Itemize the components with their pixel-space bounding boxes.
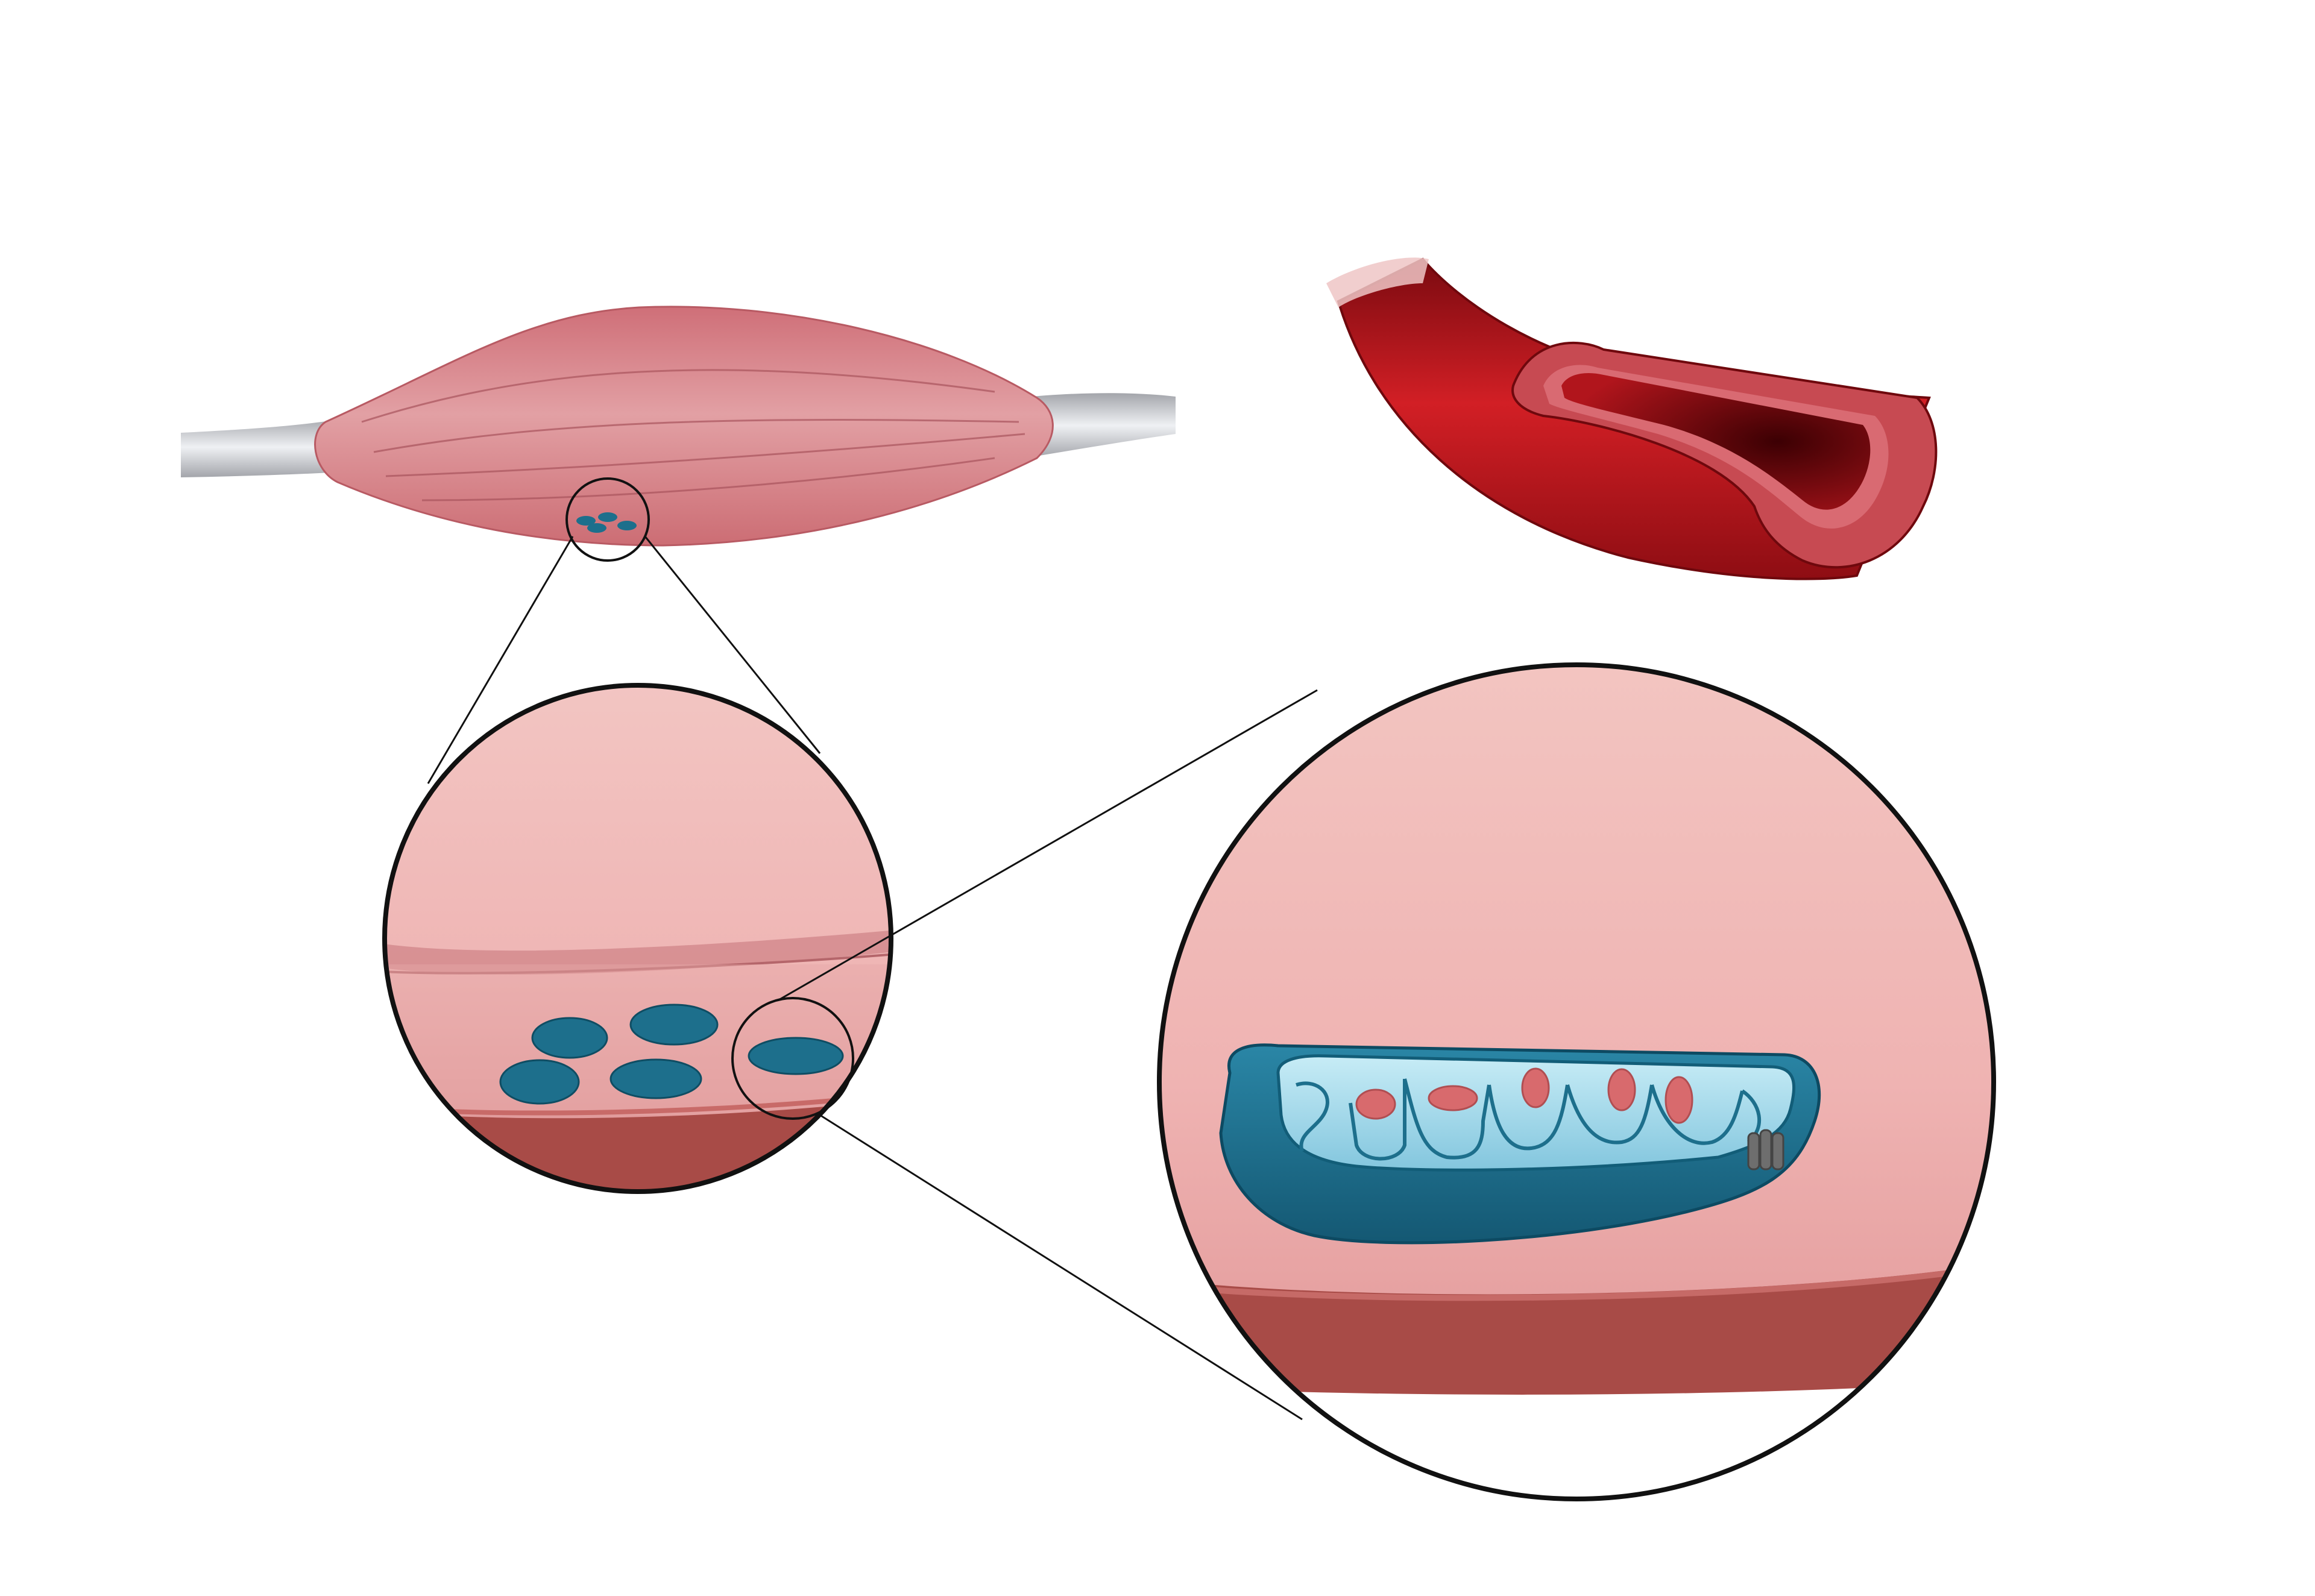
protein-complex <box>1665 1076 1693 1124</box>
zoom-circle-mitochondrion <box>1157 662 1996 1501</box>
magnifier-circle-small <box>565 477 650 562</box>
vessel-cross-section <box>1511 341 1938 569</box>
tendon-left <box>181 417 353 477</box>
magnifier-circle-xlarge <box>1157 662 1996 1501</box>
muscle-belly <box>314 306 1054 547</box>
mitochondria-cluster-large <box>499 1004 844 1105</box>
vessel-lumen <box>1561 373 1871 510</box>
mitochondrion <box>531 1017 608 1059</box>
mitochondria-cluster-small <box>576 512 637 533</box>
muscle-fascicle-lines <box>361 369 1025 501</box>
atp-synthase <box>1747 1129 1784 1170</box>
protein-complex <box>1355 1089 1396 1120</box>
zoom-connector-lines-2 <box>777 689 1318 1421</box>
protein-complex <box>1607 1068 1636 1111</box>
zoom-circle-muscle-fiber <box>382 683 893 1194</box>
protein-complex <box>1521 1067 1550 1108</box>
mitochondrion <box>629 1004 719 1046</box>
cristae <box>1296 1078 1761 1161</box>
mitochondrion <box>748 1037 844 1075</box>
vessel-fade-end <box>1326 257 1429 307</box>
tendon-right <box>1019 393 1176 458</box>
membrane-proteins <box>1355 1067 1693 1124</box>
magnifier-circle-large <box>382 683 893 1194</box>
magnifier-circle-inner <box>731 997 854 1120</box>
mitochondrion <box>609 1058 702 1099</box>
protein-complex <box>1428 1085 1478 1111</box>
mitochondrion <box>499 1059 580 1105</box>
muscle <box>181 306 1176 562</box>
blood-vessel <box>1326 257 1938 580</box>
zoom-connector-lines-1 <box>427 536 821 784</box>
mitochondrion-detail <box>1219 1043 1821 1245</box>
